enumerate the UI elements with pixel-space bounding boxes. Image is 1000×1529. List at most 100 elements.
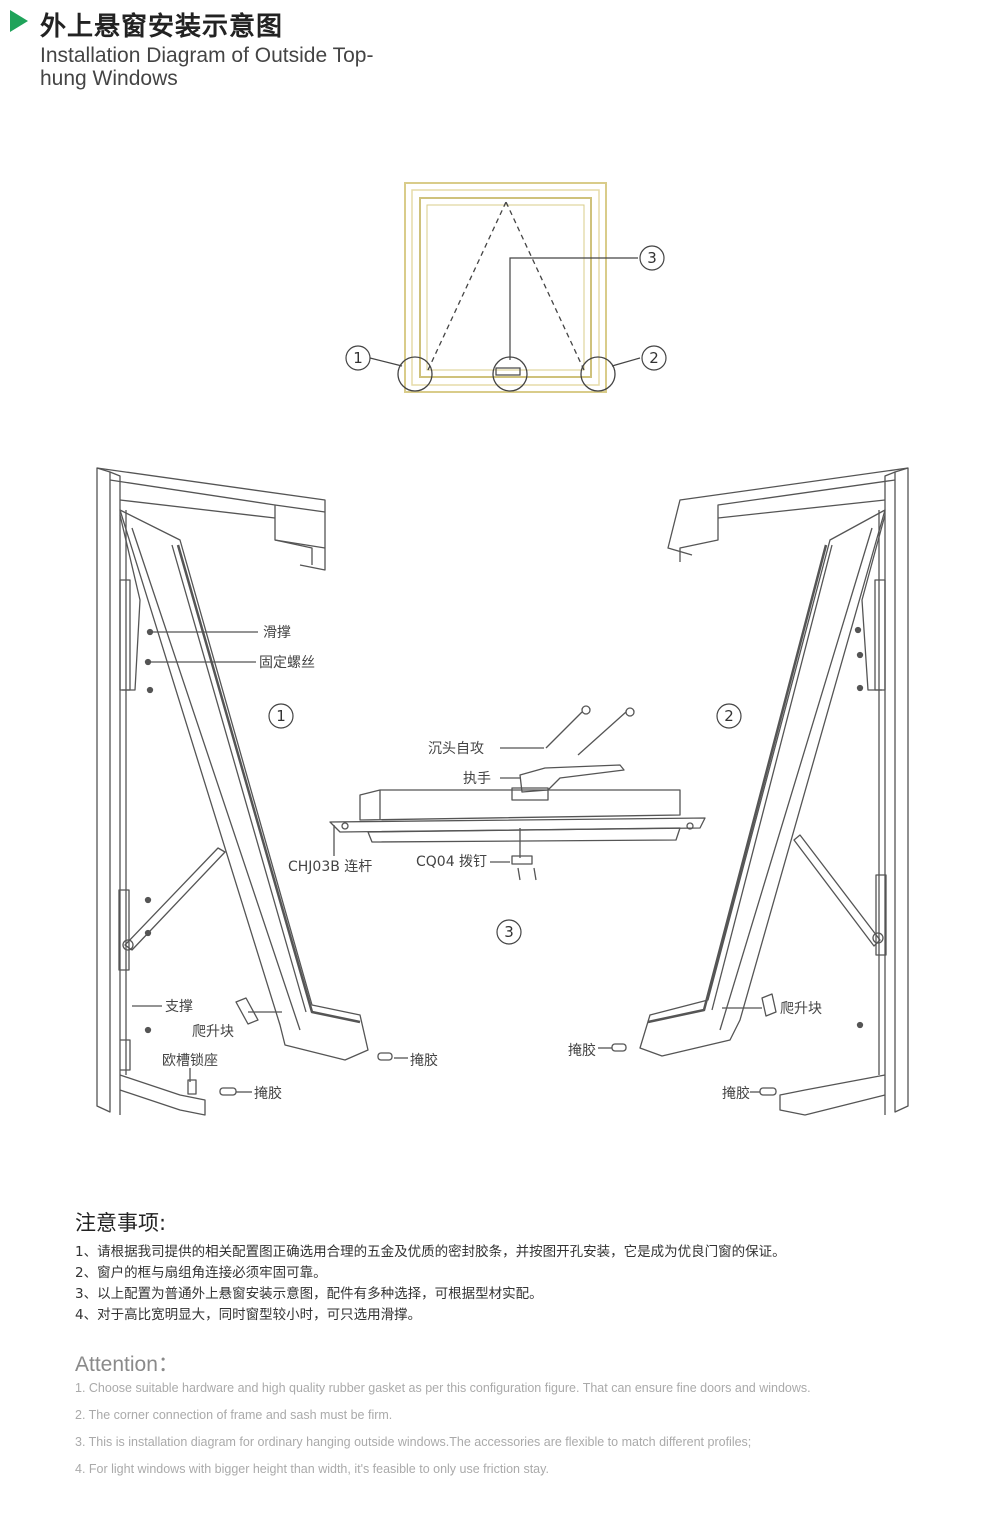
lock-seat-part <box>187 1079 197 1095</box>
screw-long-2 <box>577 711 627 756</box>
callout-circle-2 <box>641 345 667 371</box>
right-friction-stay-track <box>874 579 886 691</box>
callout-number-3: 3 <box>647 249 657 267</box>
left-sash-inner-2 <box>171 544 307 1013</box>
label-sealant-right-bottom: 掩胶 <box>722 1085 750 1102</box>
right-sash <box>639 509 886 1057</box>
left-assembly <box>96 467 408 1116</box>
rod-end-left <box>341 822 349 830</box>
right-top-profile-outer <box>667 467 909 556</box>
attention-item-3: 3. This is installation diagram for ordi… <box>75 1435 752 1449</box>
handle-assembly <box>329 705 706 881</box>
callout-circle-3 <box>639 245 665 271</box>
top-profile-end <box>274 504 326 549</box>
callout-number-2b: 2 <box>724 707 734 725</box>
screw-head-1 <box>581 705 591 715</box>
right-assembly <box>598 467 909 1116</box>
sash-profile-bottom <box>367 827 681 843</box>
bottom-profile-left <box>119 1074 206 1116</box>
bottom-profile-right <box>779 1074 886 1116</box>
note-item-4: 4、对于高比宽明显大，同时窗型较小时，可只选用滑撑。 <box>75 1307 422 1323</box>
label-shift-pin: CQ04 拨钉 <box>416 854 487 870</box>
right-support-pivot <box>872 932 884 944</box>
attention-item-4: 4. For light windows with bigger height … <box>75 1462 549 1476</box>
sash-profile-top <box>359 789 681 821</box>
friction-stay-track <box>119 579 131 691</box>
left-sash-glazing <box>176 544 361 1024</box>
handle-body <box>519 764 625 793</box>
sealant-plug-left-mid <box>377 1052 393 1061</box>
detail-circle-2 <box>580 356 616 392</box>
notes-list: 1、请根据我司提供的相关配置图正确选用合理的五金及优质的密封胶条，并按图开孔安装… <box>75 1242 935 1326</box>
opening-line-left <box>427 201 507 371</box>
top-profile-outer <box>96 467 326 571</box>
title-chinese: 外上悬窗安装示意图 <box>40 12 284 42</box>
screw-5 <box>144 929 152 937</box>
right-frame-outer <box>894 467 909 1113</box>
leader-1 <box>369 357 403 367</box>
sash-inner-edge <box>426 204 585 371</box>
callout-number-3b: 3 <box>504 923 514 941</box>
sash-frame <box>419 197 592 378</box>
callout-circle-1 <box>345 345 371 371</box>
callout-number-2: 2 <box>649 349 659 367</box>
attention-item-2: 2. The corner connection of frame and sa… <box>75 1408 393 1422</box>
right-top-profile-line <box>717 499 886 519</box>
right-support-arm <box>793 834 881 947</box>
callout-circle-1b <box>268 703 294 729</box>
sealant-plug-right-bottom <box>759 1087 777 1096</box>
label-support: 支撑 <box>165 999 193 1015</box>
label-countersunk-screw: 沉头自攻 <box>428 741 484 757</box>
label-sealant-left-bottom: 掩胶 <box>254 1085 282 1102</box>
right-screw-2 <box>856 651 864 659</box>
right-screw-3 <box>856 684 864 692</box>
rod-end-right <box>686 822 694 830</box>
left-frame-outer <box>96 467 111 1113</box>
sash-profile-mid <box>329 817 706 833</box>
note-item-3: 3、以上配置为普通外上悬窗安装示意图，配件有多种选择，可根据型材实配。 <box>75 1286 543 1302</box>
frame-inner-edge <box>411 189 600 386</box>
leader-2 <box>611 357 641 367</box>
label-lifting-block-right: 爬升块 <box>780 1001 822 1017</box>
notes-title: 注意事项: <box>75 1211 167 1235</box>
play-arrow-icon <box>10 10 28 32</box>
right-top-profile-inner <box>679 479 896 562</box>
label-sealant-left-mid: 掩胶 <box>410 1052 438 1069</box>
sealant-plug-right-mid <box>611 1043 627 1052</box>
note-item-1: 1、请根据我司提供的相关配置图正确选用合理的五金及优质的密封胶条，并按图开孔安装… <box>75 1244 786 1260</box>
shift-pin-plate <box>511 855 533 865</box>
screw-head-2 <box>625 707 635 717</box>
outer-frame <box>404 182 607 393</box>
label-fixing-screw: 固定螺丝 <box>259 655 315 671</box>
label-handle: 执手 <box>463 771 491 787</box>
lifting-block-right <box>761 993 777 1017</box>
opening-line-right <box>505 201 585 371</box>
screw-long-1 <box>545 711 583 749</box>
callout-number-1b: 1 <box>276 707 286 725</box>
screw-4 <box>144 896 152 904</box>
label-connecting-rod: CHJ03B 连杆 <box>288 859 372 875</box>
label-lifting-block-left: 爬升块 <box>192 1024 234 1040</box>
right-sash-inner-1 <box>719 527 873 1031</box>
handle-base <box>511 787 549 801</box>
page-header: 外上悬窗安装示意图 Installation Diagram of Outsid… <box>10 6 510 90</box>
right-sash-inner-2 <box>711 544 833 1011</box>
screw-6 <box>144 1026 152 1034</box>
handle-mark <box>495 367 521 376</box>
support-pivot <box>122 939 134 951</box>
title-english: Installation Diagram of Outside Top-hung… <box>40 44 374 90</box>
leader-3 <box>509 257 638 360</box>
right-support-track <box>875 874 887 956</box>
support-track <box>118 889 130 971</box>
detail-circle-1 <box>397 356 433 392</box>
left-sash-inner-1 <box>131 527 301 1031</box>
label-friction-stay: 滑撑 <box>263 624 291 641</box>
callout-circle-3b <box>496 919 522 945</box>
attention-title: Attention： <box>75 1353 179 1376</box>
right-sash-glazing <box>647 544 828 1024</box>
note-item-2: 2、窗户的框与扇组角连接必须牢固可靠。 <box>75 1265 327 1281</box>
sealant-plug-left-bottom <box>219 1087 237 1096</box>
attention-list: 1. Choose suitable hardware and high qua… <box>75 1378 955 1486</box>
lifting-block-left <box>235 997 259 1025</box>
left-sash <box>119 509 369 1061</box>
